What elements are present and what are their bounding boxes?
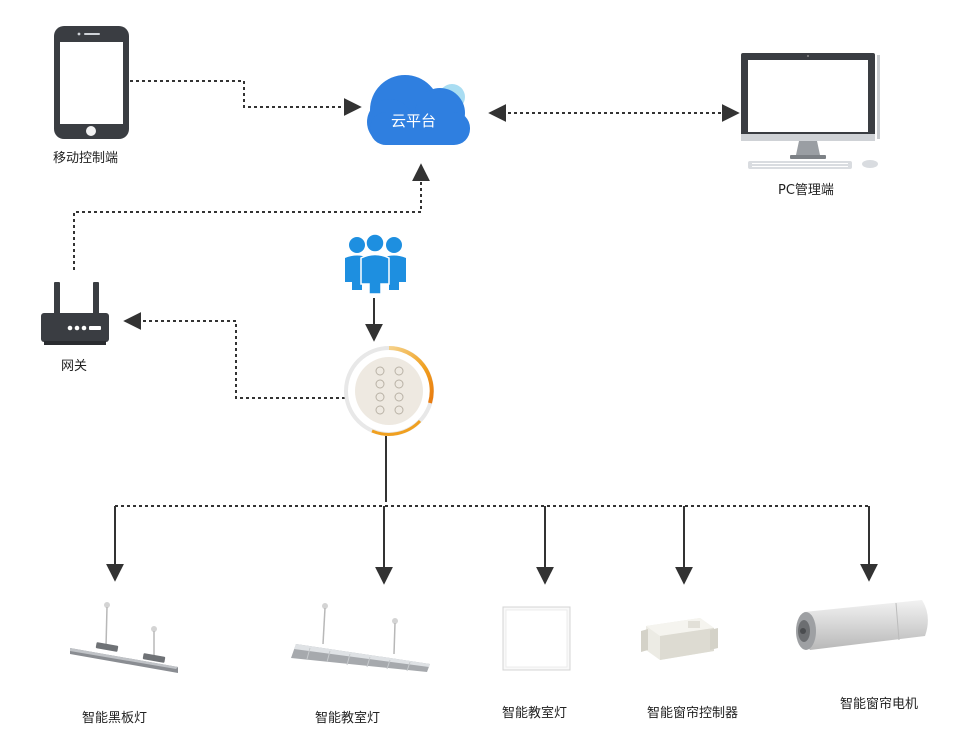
connectors xyxy=(73,80,878,585)
connector-mobile-cloud xyxy=(130,80,362,116)
curtain-motor-icon xyxy=(796,600,928,650)
classroom-panel-light-icon xyxy=(502,606,571,671)
users-group-icon xyxy=(345,233,406,295)
desktop-computer-icon xyxy=(741,53,880,169)
classroom-light-panel-label: 智能教室灯 xyxy=(502,706,568,721)
classroom-light-linear-label: 智能教室灯 xyxy=(315,711,381,726)
connector-panel-gateway xyxy=(123,312,345,399)
cloud-platform-label: 云平台 xyxy=(391,112,437,130)
gateway-label: 网关 xyxy=(61,359,88,374)
classroom-linear-light-icon xyxy=(291,603,430,672)
connector-gateway-cloud xyxy=(73,163,430,270)
mobile-control-label: 移动控制端 xyxy=(53,151,119,166)
control-panel-icon xyxy=(344,346,434,436)
curtain-controller-label: 智能窗帘控制器 xyxy=(647,706,739,721)
pc-management-label: PC管理端 xyxy=(778,183,834,198)
smartphone-icon xyxy=(54,26,129,139)
blackboard-light-label: 智能黑板灯 xyxy=(82,711,148,726)
curtain-controller-icon xyxy=(641,618,718,660)
cloud-icon xyxy=(367,75,470,145)
blackboard-light-icon xyxy=(70,602,178,673)
router-icon xyxy=(41,282,109,345)
curtain-motor-label: 智能窗帘电机 xyxy=(840,697,919,712)
